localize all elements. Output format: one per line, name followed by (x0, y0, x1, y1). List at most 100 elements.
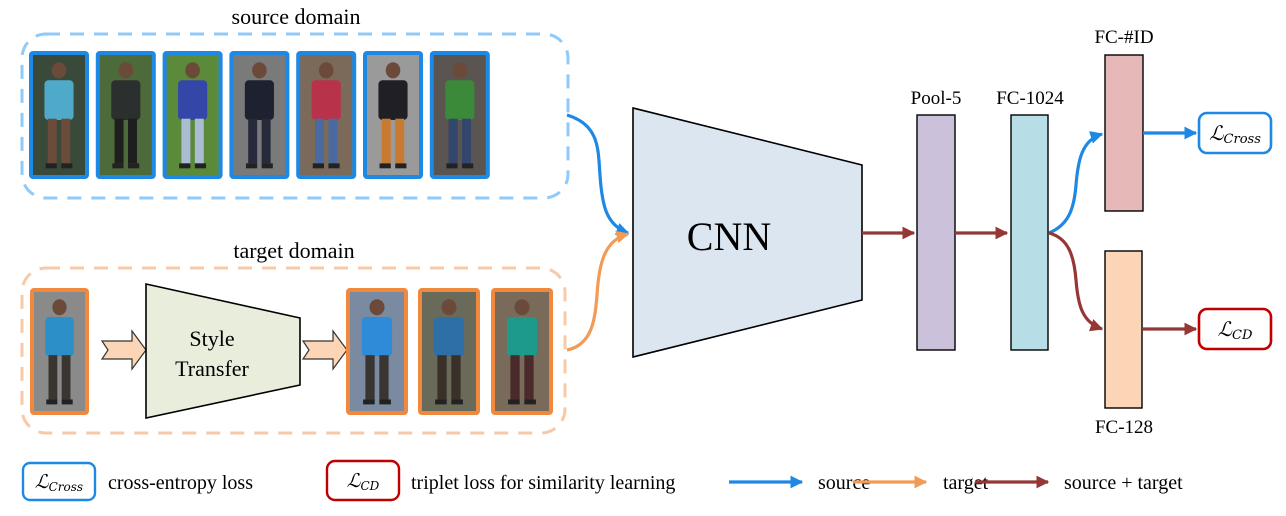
person-leg (315, 118, 324, 164)
person-leg (451, 355, 461, 400)
loss-cross-box (1197, 111, 1273, 155)
person-leg (194, 118, 204, 164)
person-leg (365, 355, 375, 400)
chevron-arrow-icon (301, 329, 348, 371)
person-leg (448, 118, 458, 164)
legend-cd-script: ℒ (347, 470, 362, 492)
source-image-strip (29, 51, 490, 179)
source-person-image (162, 51, 223, 179)
transferred-person-image (418, 288, 480, 415)
legend-cd-sub: CD (360, 479, 379, 493)
person-torso (378, 80, 408, 120)
fc1024-to-fcid-arrow (1048, 131, 1104, 235)
person-torso (445, 80, 475, 120)
source-person-image (95, 51, 156, 179)
target-domain-label: target domain (233, 238, 354, 263)
photo-frame (229, 51, 290, 179)
person-torso (361, 317, 393, 357)
legend-combined-text: source + target (1064, 472, 1183, 494)
person-foot (451, 399, 463, 405)
source-domain-box (20, 32, 570, 200)
style-transfer-label-line2: Transfer (175, 356, 249, 381)
person-leg (128, 118, 137, 164)
person-leg (328, 118, 338, 164)
target-person-image (30, 288, 89, 415)
target-flow-arrow (566, 230, 630, 352)
fc1024-label: FC-1024 (996, 88, 1064, 109)
source-person-image (363, 51, 423, 179)
style-transfer-label-line1: Style (189, 326, 234, 351)
person-foot (312, 163, 324, 169)
person-leg (114, 118, 124, 164)
source-domain-group: source domain (20, 4, 570, 200)
fc128-layer (1104, 250, 1143, 409)
person-torso (45, 317, 74, 357)
source-person-image (29, 51, 89, 179)
source-flow-arrow (566, 113, 630, 236)
photo-frame (363, 51, 423, 179)
legend-triplet-text: triplet loss for similarity learning (411, 472, 675, 494)
legend-loss-cross-symbol: ℒCross (35, 471, 83, 494)
person-torso (506, 317, 538, 357)
legend-loss-cross-swatch (21, 461, 97, 502)
person-leg (395, 118, 405, 164)
source-person-image (229, 51, 290, 179)
photo-frame (296, 51, 357, 179)
legend: ℒCross cross-entropy loss ℒCD triplet lo… (21, 459, 1183, 502)
loss-cross-subscript: Cross (1224, 132, 1262, 147)
person-leg (181, 118, 191, 164)
person-torso (311, 80, 341, 120)
loss-cross-label: ℒCross (1209, 121, 1261, 147)
person-foot (45, 163, 57, 169)
photo-frame (95, 51, 156, 179)
person-foot (61, 163, 73, 169)
person-foot (46, 399, 58, 405)
photo-frame (346, 288, 408, 415)
person-foot (363, 399, 375, 405)
photo-frame (429, 51, 490, 179)
person-foot (524, 399, 536, 405)
person-leg (510, 355, 520, 400)
source-person-image (429, 51, 490, 179)
person-leg (48, 355, 58, 400)
person-foot (261, 163, 273, 169)
person-head (318, 62, 334, 79)
person-leg (61, 355, 71, 400)
photo-frame (162, 51, 223, 179)
legend-cross-sub: Cross (49, 480, 83, 494)
fc-id-layer (1104, 54, 1144, 212)
person-leg (61, 118, 71, 164)
fc-id-label: FC-#ID (1094, 27, 1153, 48)
legend-loss-cd-symbol: ℒCD (347, 470, 380, 493)
person-leg (437, 355, 447, 400)
target-domain-box (20, 266, 567, 435)
person-torso (433, 317, 465, 357)
photo-frame (491, 288, 553, 415)
person-foot (508, 399, 520, 405)
person-leg (381, 118, 391, 164)
person-foot (328, 163, 340, 169)
fc1024-to-fc128-arrow (1048, 231, 1104, 332)
legend-source-text: source (818, 472, 870, 494)
legend-loss-cd-swatch (325, 459, 401, 502)
person-foot (245, 163, 258, 169)
person-leg (462, 118, 471, 164)
loss-cd-symbol: ℒ (1218, 317, 1233, 341)
cnn-label: CNN (687, 214, 771, 259)
source-person-image (296, 51, 357, 179)
transferred-person-image (491, 288, 553, 415)
person-leg (379, 355, 389, 400)
person-foot (446, 163, 458, 169)
person-head (185, 62, 200, 79)
loss-cd-box (1197, 307, 1273, 351)
person-foot (112, 163, 124, 169)
loss-cd-label: ℒCD (1218, 317, 1253, 343)
chevron-arrow-icon (100, 329, 147, 371)
transferred-person-image (346, 288, 408, 415)
person-head (514, 299, 530, 316)
person-leg (47, 118, 57, 164)
style-transferred-images (346, 288, 553, 415)
person-foot (179, 163, 191, 169)
person-torso (244, 80, 274, 120)
